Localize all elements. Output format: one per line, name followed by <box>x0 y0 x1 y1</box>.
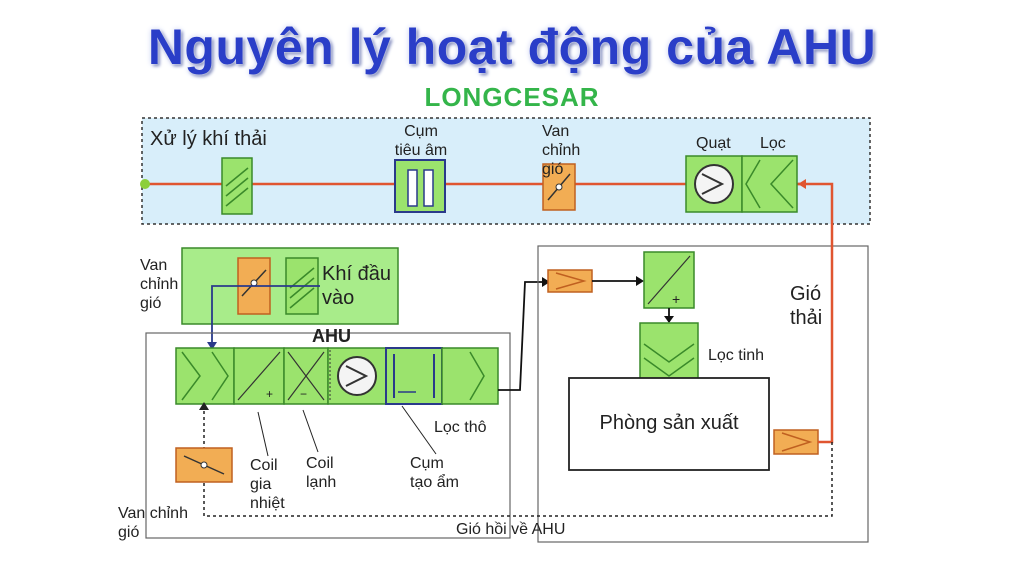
exhaust-fan-icon <box>685 155 743 213</box>
label-ahu: AHU <box>312 326 351 346</box>
label-pre-filter: Lọc thô <box>434 419 487 436</box>
svg-text:+: + <box>266 387 273 401</box>
label-damper-top: Van chỉnh gió <box>542 123 581 178</box>
label-damper-bottom: Van chỉnh gió <box>118 505 188 541</box>
label-fan: Quạt <box>696 135 731 152</box>
production-room <box>568 377 770 471</box>
label-return-air: Gió hồi về AHU <box>456 521 566 538</box>
label-heating-coil: Coil gia nhiệt <box>250 457 285 512</box>
exhaust-return-line <box>798 182 834 444</box>
terminal-coil-icon: + <box>643 251 695 309</box>
label-cooling-coil: Coil lạnh <box>306 455 337 491</box>
label-damper-left: Van chỉnh gió <box>140 257 179 312</box>
bottom-damper-icon <box>175 447 233 483</box>
label-silencer: Cụm tiêu âm <box>394 123 448 159</box>
ahu-unit: + − <box>175 347 499 405</box>
silencer-icon <box>394 159 446 213</box>
supply-silencer-icon <box>547 269 593 293</box>
label-exhaust-air: Gió thải <box>790 283 823 329</box>
exhaust-outlet-silencer-icon <box>773 429 819 455</box>
exhaust-filter-icon <box>221 157 253 215</box>
diagram-title: Nguyên lý hoạt động của AHU <box>147 19 877 75</box>
label-production-room: Phòng sản xuất <box>599 412 739 434</box>
top-damper-icon <box>542 163 576 211</box>
brand-name: LONGCESAR <box>424 82 600 112</box>
exhaust-fine-filter-icon <box>741 155 798 213</box>
label-humidifier: Cụm tạo ẩm <box>410 455 459 491</box>
svg-text:+: + <box>672 291 680 307</box>
production-enclosure <box>537 245 869 543</box>
svg-text:−: − <box>300 387 307 401</box>
exhaust-outlet-dot <box>140 179 150 189</box>
supply-duct <box>498 281 548 391</box>
ahu-enclosure <box>145 332 511 539</box>
fine-filter-icon <box>639 322 699 380</box>
label-fresh-air: Khí đầu vào <box>322 263 391 309</box>
label-fine-filter: Lọc tinh <box>708 347 765 364</box>
intake-duct <box>211 285 320 348</box>
label-filter: Lọc <box>760 135 786 152</box>
label-exhaust-treatment: Xử lý khí thải <box>150 128 267 150</box>
